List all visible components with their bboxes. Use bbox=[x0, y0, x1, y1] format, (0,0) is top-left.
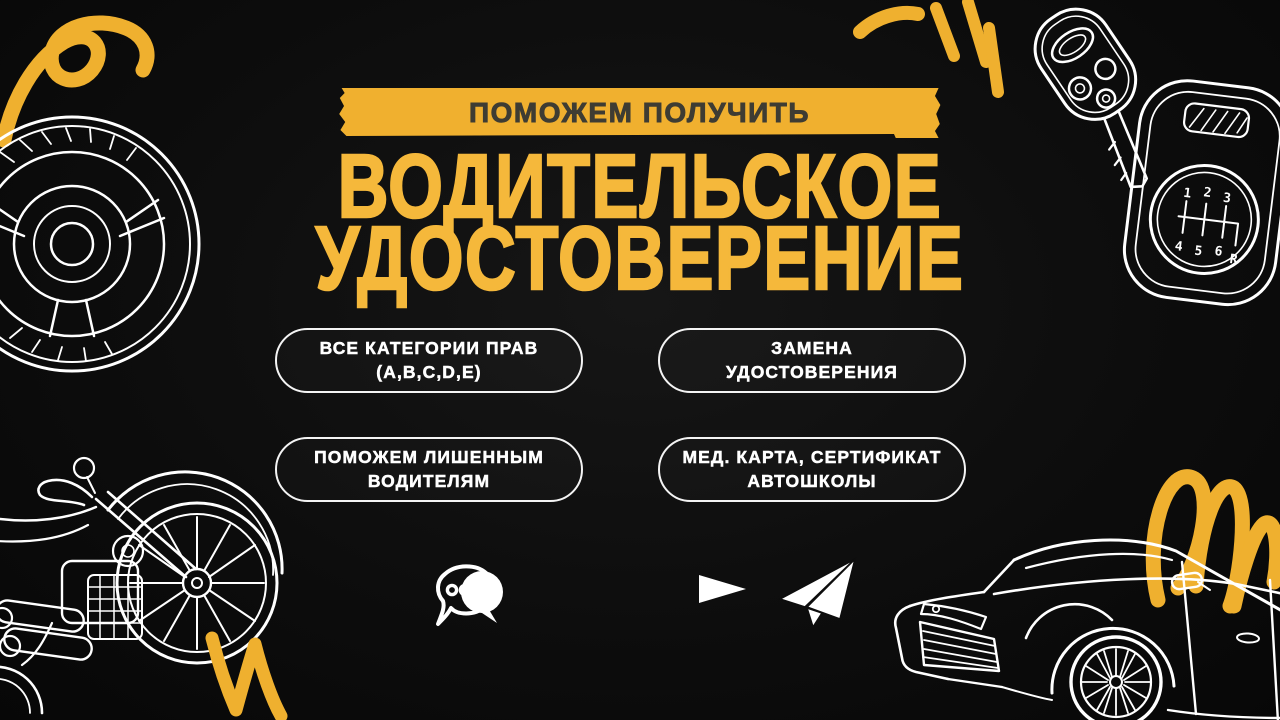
squiggle-top-left-decoration bbox=[0, 15, 155, 148]
gear-label-r: R bbox=[1229, 252, 1239, 268]
title-line-1: ВОДИТЕЛЬСКОЕ bbox=[337, 137, 943, 237]
motorcycle-sketch bbox=[0, 456, 284, 715]
paper-plane-icon[interactable] bbox=[774, 555, 860, 631]
gear-shift-sketch: 1 2 3 4 5 6 R bbox=[1122, 79, 1280, 307]
title-line-2: УДОСТОВЕРЕНИЕ bbox=[315, 209, 965, 309]
service-pill-replacement-line2: УДОСТОВЕРЕНИЯ bbox=[726, 362, 898, 383]
service-pill-med-card[interactable]: МЕД. КАРТА, СЕРТИФИКАТ АВТОШКОЛЫ bbox=[658, 437, 966, 502]
squiggle-bottom-left-decoration bbox=[205, 631, 288, 720]
steering-wheel-sketch bbox=[0, 115, 201, 373]
arrow-right-icon bbox=[549, 575, 746, 603]
service-pill-med-card-line2: АВТОШКОЛЫ bbox=[747, 471, 877, 492]
service-pill-deprived-drivers-line2: ВОДИТЕЛЯМ bbox=[367, 471, 491, 492]
car-sketch bbox=[893, 538, 1280, 720]
gear-label-4: 4 bbox=[1174, 239, 1184, 255]
service-pill-categories-line1: ВСЕ КАТЕГОРИИ ПРАВ bbox=[319, 338, 539, 359]
service-pill-categories[interactable]: ВСЕ КАТЕГОРИИ ПРАВ (A,B,C,D,E) bbox=[275, 328, 583, 393]
service-pill-deprived-drivers-line1: ПОМОЖЕМ ЛИШЕННЫМ bbox=[314, 447, 544, 468]
banner-tape: ПОМОЖЕМ ПОЛУЧИТЬ bbox=[339, 88, 941, 138]
banner-label: ПОМОЖЕМ ПОЛУЧИТЬ bbox=[468, 97, 811, 129]
chat-bubbles-icon[interactable] bbox=[424, 556, 506, 638]
service-pill-replacement-line1: ЗАМЕНА bbox=[771, 338, 853, 359]
service-pill-replacement[interactable]: ЗАМЕНА УДОСТОВЕРЕНИЯ bbox=[658, 328, 966, 393]
gear-label-3: 3 bbox=[1222, 191, 1232, 207]
gear-label-2: 2 bbox=[1203, 185, 1213, 201]
gear-label-5: 5 bbox=[1194, 244, 1204, 260]
gear-label-1: 1 bbox=[1182, 186, 1192, 202]
service-pill-deprived-drivers[interactable]: ПОМОЖЕМ ЛИШЕННЫМ ВОДИТЕЛЯМ bbox=[275, 437, 583, 502]
rays-top-right-decoration bbox=[853, 0, 1004, 98]
service-pill-categories-line2: (A,B,C,D,E) bbox=[376, 362, 482, 383]
service-pill-med-card-line1: МЕД. КАРТА, СЕРТИФИКАТ bbox=[682, 447, 942, 468]
gear-label-6: 6 bbox=[1214, 244, 1224, 260]
